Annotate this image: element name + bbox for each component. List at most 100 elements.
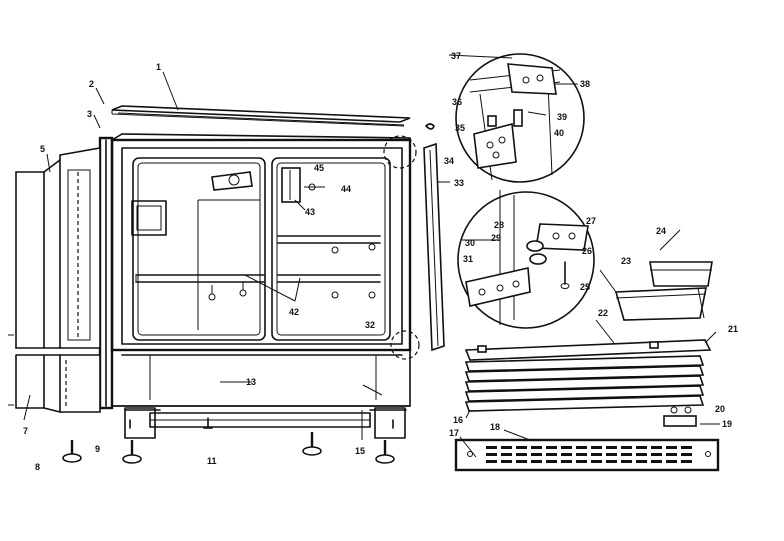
top-panel (111, 105, 411, 127)
vent-slot (546, 460, 557, 463)
cabinet-body (98, 133, 412, 439)
leg (302, 432, 322, 456)
label-37: 37 (451, 51, 461, 61)
vent-slot (546, 446, 557, 449)
label-35: 35 (455, 123, 465, 133)
vent-slot (606, 453, 617, 456)
right-compartment (244, 157, 391, 341)
vent-slot (561, 460, 572, 463)
lower-hinge-detail (457, 190, 595, 329)
label-16: 16 (453, 415, 463, 425)
label-17: 17 (449, 428, 459, 438)
vent-slot (666, 446, 677, 449)
vent-slot (636, 453, 647, 456)
label-44: 44 (341, 184, 351, 194)
label-13: 13 (246, 377, 256, 387)
vent-slot (636, 460, 647, 463)
grille-assembly (464, 331, 717, 412)
label-31: 31 (463, 254, 473, 264)
vent-slot (531, 453, 542, 456)
vent-slot (546, 453, 557, 456)
label-34: 34 (444, 156, 454, 166)
vent-slot (516, 460, 527, 463)
label-36: 36 (452, 97, 462, 107)
label-27: 27 (586, 216, 596, 226)
label-28: 28 (494, 220, 504, 230)
leg (62, 440, 82, 463)
label-43: 43 (305, 207, 315, 217)
label-15: 15 (355, 446, 365, 456)
vent-slot (516, 453, 527, 456)
grille-bracket (663, 406, 697, 427)
label-2: 2 (89, 79, 94, 89)
vent-slot (651, 446, 662, 449)
label-24: 24 (656, 226, 666, 236)
vent-slot (651, 460, 662, 463)
label-42: 42 (289, 307, 299, 317)
vent-slot (531, 446, 542, 449)
label-19: 19 (722, 419, 732, 429)
vent-slot (681, 460, 692, 463)
vent-slot (501, 460, 512, 463)
part-labels: 1 2 3 5 7 8 9 11 13 15 16 17 18 19 20 21… (23, 51, 738, 472)
vent-slot (636, 446, 647, 449)
vent-slot (576, 460, 587, 463)
label-1: 1 (156, 62, 161, 72)
vent-slot (531, 460, 542, 463)
side-door-panels (8, 147, 101, 413)
vent-slot (621, 453, 632, 456)
label-21: 21 (728, 324, 738, 334)
label-5: 5 (40, 144, 45, 154)
detail-callout-circle (383, 135, 417, 169)
label-33: 33 (454, 178, 464, 188)
label-8: 8 (35, 462, 40, 472)
label-23: 23 (621, 256, 631, 266)
vent-slot (666, 453, 677, 456)
vent-slot (651, 453, 662, 456)
label-40: 40 (554, 128, 564, 138)
vent-slot (501, 453, 512, 456)
left-compartment (131, 157, 266, 341)
vent-slot (501, 446, 512, 449)
vent-slot (591, 460, 602, 463)
label-26: 26 (582, 246, 592, 256)
crisper-pans (614, 261, 713, 321)
door-gasket (423, 123, 445, 352)
label-25: 25 (580, 282, 590, 292)
vent-slot (486, 460, 497, 463)
leg (122, 440, 142, 464)
label-7: 7 (23, 426, 28, 436)
label-38: 38 (580, 79, 590, 89)
vent-slot (516, 446, 527, 449)
vent-slot (606, 460, 617, 463)
vent-slot (681, 453, 692, 456)
vent-slot (591, 446, 602, 449)
label-9: 9 (95, 444, 100, 454)
label-3: 3 (87, 109, 92, 119)
vent-slot (486, 453, 497, 456)
label-11: 11 (207, 456, 217, 466)
leader-lines (23, 54, 720, 458)
kick-plate (454, 438, 720, 472)
vent-slot (666, 460, 677, 463)
label-20: 20 (715, 404, 725, 414)
detail-callout-circle (390, 330, 420, 360)
vent-slot (621, 446, 632, 449)
label-18: 18 (490, 422, 500, 432)
label-45: 45 (314, 163, 324, 173)
vent-slot (591, 453, 602, 456)
vent-slot (576, 446, 587, 449)
vent-slot (621, 460, 632, 463)
upper-hinge-detail (455, 53, 585, 183)
vent-slot (561, 446, 572, 449)
label-30: 30 (465, 238, 475, 248)
vent-slot (561, 453, 572, 456)
leg (375, 440, 395, 464)
vent-slot (576, 453, 587, 456)
vent-slot (681, 446, 692, 449)
vent-slot (606, 446, 617, 449)
vent-slot (486, 446, 497, 449)
label-22: 22 (598, 308, 608, 318)
